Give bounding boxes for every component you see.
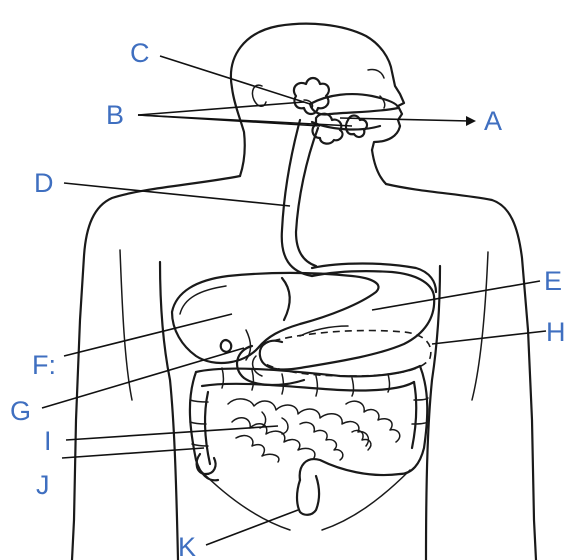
- leader-line-j: [62, 448, 204, 458]
- label-h: H: [546, 317, 566, 347]
- esophagus: [282, 120, 318, 276]
- liver: [172, 273, 379, 363]
- label-c: C: [130, 38, 150, 68]
- label-i: I: [44, 426, 52, 456]
- label-g: G: [10, 396, 31, 426]
- label-a: A: [484, 106, 502, 136]
- label-k: K: [178, 532, 196, 560]
- label-d: D: [34, 168, 54, 198]
- label-e: E: [544, 266, 562, 296]
- label-f: F:: [32, 350, 56, 380]
- leader-line-b1: [138, 102, 304, 115]
- label-b: B: [106, 100, 124, 130]
- leader-line-f: [64, 314, 232, 356]
- arrowhead-a: [466, 116, 476, 126]
- leader-line-b3: [138, 115, 352, 126]
- labels: C B A D E H F: G I J K: [10, 38, 566, 560]
- label-j: J: [36, 470, 50, 500]
- small-intestine: [228, 399, 400, 462]
- salivary-glands: [294, 78, 367, 144]
- body-outline: [72, 24, 536, 560]
- leader-line-i: [66, 426, 278, 440]
- leader-line-g: [42, 348, 244, 408]
- leader-line-c: [160, 56, 310, 104]
- leader-line-e: [372, 281, 540, 310]
